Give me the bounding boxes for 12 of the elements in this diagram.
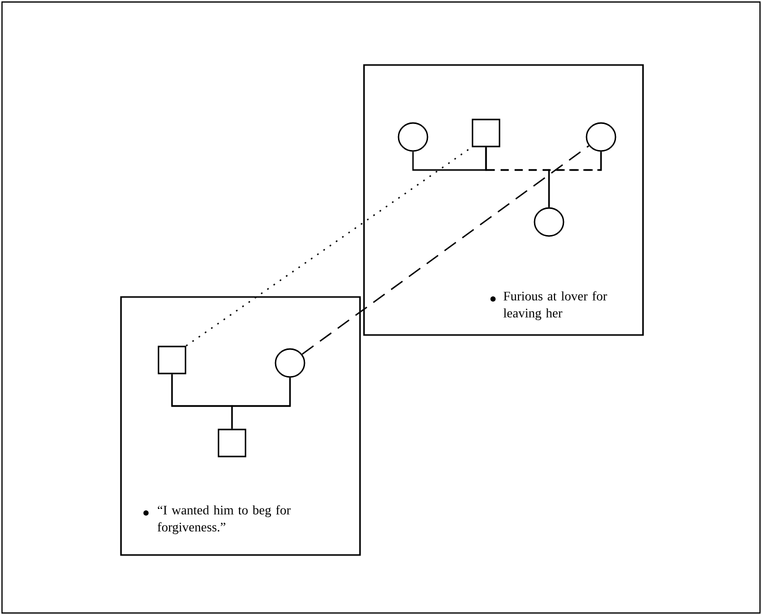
female-circle (274, 348, 306, 378)
female-circle (534, 207, 564, 237)
note-text: Furious at lover for leaving her (503, 291, 608, 320)
descent-line (548, 152, 602, 208)
female-circle (398, 122, 428, 152)
male-square (472, 118, 500, 148)
note-text: “I wanted him to beg for forgiveness.” (158, 505, 291, 534)
male-square (158, 346, 186, 374)
descent-line (231, 378, 291, 429)
female-circle (586, 122, 616, 152)
connector-line (302, 145, 590, 355)
male-square (218, 428, 246, 458)
